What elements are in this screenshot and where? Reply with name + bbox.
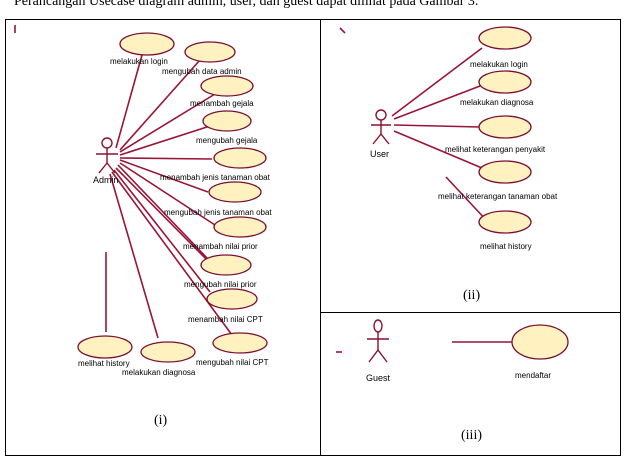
use-case-label: mengubah jenis tanaman obat bbox=[164, 208, 272, 217]
use-case-ellipse bbox=[478, 70, 532, 94]
guest-actor-label: Guest bbox=[366, 373, 391, 383]
panel-guest-frame bbox=[320, 312, 621, 456]
use-case-label: melihat keterangan tanaman obat bbox=[438, 192, 558, 201]
use-case-ellipse bbox=[213, 147, 267, 169]
user-actor-label: User bbox=[370, 149, 389, 159]
panel-guest-label: (iii) bbox=[461, 428, 482, 443]
guest-actor: Guest bbox=[366, 319, 391, 383]
use-case-ellipse bbox=[478, 210, 532, 234]
use-case-label: mengubah data admin bbox=[162, 67, 242, 76]
use-case-label: mendaftar bbox=[515, 371, 551, 380]
user-tick-mark bbox=[339, 27, 346, 34]
use-case-label: melakukan diagnosa bbox=[122, 368, 196, 377]
use-case-label: mengubah gejala bbox=[196, 136, 258, 145]
use-case-ellipse bbox=[478, 26, 532, 50]
use-case-label: menambah gejala bbox=[190, 99, 254, 108]
use-case-ellipse bbox=[140, 341, 196, 363]
use-case-ellipse bbox=[119, 32, 175, 56]
use-case-ellipse bbox=[202, 110, 252, 132]
use-case-ellipse bbox=[77, 335, 133, 359]
admin-associations bbox=[105, 54, 233, 339]
use-case-label: melakukan login bbox=[110, 57, 168, 66]
use-case-label: melakukan login bbox=[470, 60, 528, 69]
admin-actor-label: Admin bbox=[93, 175, 119, 185]
use-case-label: melihat history bbox=[78, 359, 130, 368]
user-actor: User bbox=[370, 109, 391, 159]
use-case-ellipse bbox=[184, 41, 236, 63]
use-case-ellipse bbox=[200, 75, 254, 97]
use-case-ellipse bbox=[478, 115, 532, 139]
use-case-ellipse bbox=[212, 332, 268, 354]
use-case-label: mengubah nilai prior bbox=[184, 280, 257, 289]
use-case-ellipse bbox=[511, 324, 569, 360]
admin-use-cases: melakukan login mengubah data admin mena… bbox=[77, 32, 272, 377]
admin-actor: Admin bbox=[93, 137, 119, 185]
user-associations bbox=[391, 47, 489, 223]
use-case-label: melihat history bbox=[480, 242, 532, 251]
figure-caption: Perancangan Usecase diagram admin, user,… bbox=[14, 0, 479, 9]
use-case-ellipse bbox=[206, 288, 258, 310]
guest-use-cases: mendaftar bbox=[511, 324, 569, 380]
use-case-label: melakukan diagnosa bbox=[460, 98, 534, 107]
use-case-ellipse bbox=[208, 181, 262, 203]
panel-admin-label: (i) bbox=[154, 413, 168, 428]
use-case-ellipse bbox=[478, 160, 532, 184]
user-use-cases: melakukan login melakukan diagnosa melih… bbox=[438, 26, 558, 251]
use-case-label: menambah nilai prior bbox=[183, 242, 258, 251]
use-case-label: menambah jenis tanaman obat bbox=[160, 173, 271, 182]
use-case-label: melihat keterangan penyakit bbox=[445, 145, 546, 154]
figure-caption-strip: Perancangan Usecase diagram admin, user,… bbox=[0, 0, 625, 14]
use-case-label: menambah nilai CPT bbox=[188, 315, 263, 324]
panel-user-label: (ii) bbox=[463, 288, 480, 303]
use-case-label: mengubah nilai CPT bbox=[196, 358, 269, 367]
use-case-ellipse bbox=[200, 254, 252, 276]
use-case-ellipse bbox=[213, 216, 267, 238]
